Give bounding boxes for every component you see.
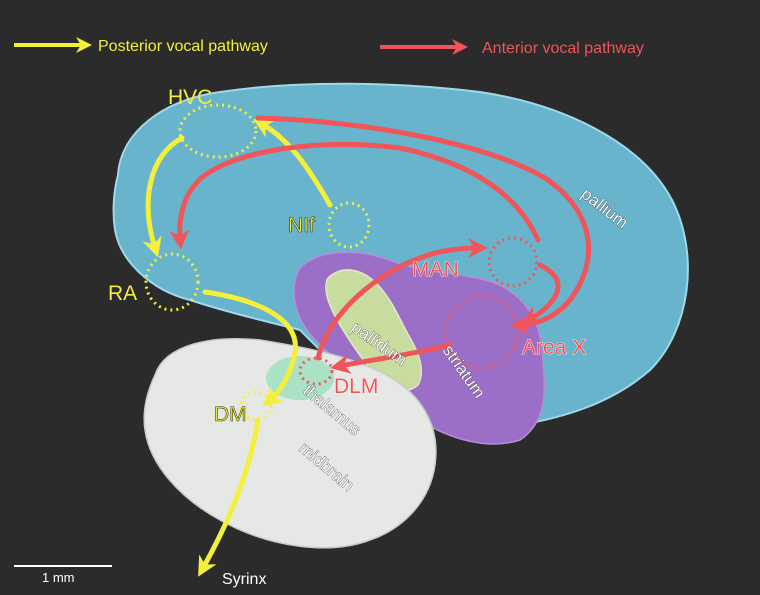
syrinx-label: Syrinx [222,571,266,588]
nif-label: NIf [288,214,315,237]
hvc-label: HVC [168,86,212,109]
legend-anterior-label: Anterior vocal pathway [482,40,644,57]
scale-bar-label: 1 mm [42,570,75,585]
dm-label: DM [214,403,247,426]
area-x-label: Area X [522,336,586,359]
dlm-label: DLM [334,375,378,398]
legend-posterior-label: Posterior vocal pathway [98,38,268,55]
ra-label: RA [108,282,137,305]
man-label: MAN [412,258,459,281]
